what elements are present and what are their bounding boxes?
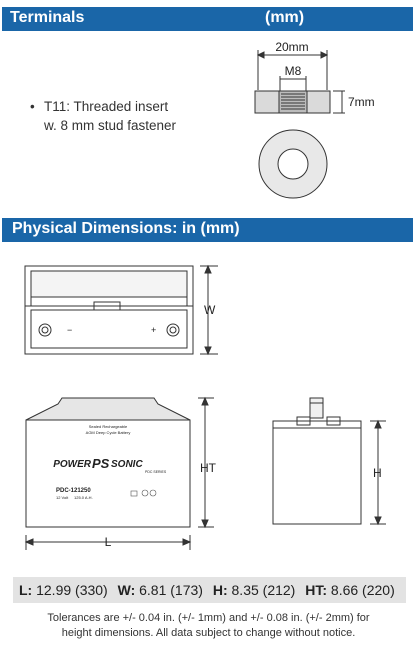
brand-left: POWER bbox=[53, 459, 92, 470]
terminal-desc-line1: T11: Threaded insert bbox=[44, 99, 169, 114]
dim-height-label: 7mm bbox=[348, 95, 375, 109]
battery-series: PDC SERIES bbox=[145, 470, 167, 474]
dim-l-key: L: bbox=[19, 582, 33, 598]
terminal-description: • T11: Threaded insert w. 8 mm stud fast… bbox=[30, 97, 176, 135]
dim-w-value: 6.81 (173) bbox=[139, 582, 203, 598]
plus-mark: + bbox=[151, 325, 156, 335]
terminal-desc-line2: w. 8 mm stud fastener bbox=[44, 118, 177, 133]
dim-l-value: 12.99 (330) bbox=[36, 582, 108, 598]
battery-line1: Sealed Rechargeable bbox=[89, 424, 128, 429]
label-l: L bbox=[105, 535, 112, 549]
terminal-top-view bbox=[258, 129, 328, 199]
minus-mark: − bbox=[67, 325, 72, 335]
dim-h-value: 8.35 (212) bbox=[231, 582, 296, 598]
dim-inner-label: M8 bbox=[285, 64, 302, 78]
battery-top-view bbox=[24, 264, 218, 356]
terminal-side-view bbox=[254, 50, 345, 114]
battery-line2: AGM Deep Cycle Battery bbox=[86, 430, 131, 435]
brand-mid: PS bbox=[92, 456, 110, 471]
battery-side-view bbox=[272, 397, 386, 526]
battery-volt: 12 Volt bbox=[56, 495, 69, 500]
terminals-header-bar: Terminals (mm) bbox=[2, 7, 413, 31]
terminals-title: Terminals bbox=[10, 9, 85, 26]
battery-model: PDC-121250 bbox=[56, 488, 91, 494]
dim-ht-key: HT: bbox=[305, 582, 328, 598]
tolerance-line2: height dimensions. All data subject to c… bbox=[61, 627, 356, 639]
tolerance-line1: Tolerances are +/- 0.04 in. (+/- 1mm) an… bbox=[47, 612, 370, 624]
physical-dimensions-title: Physical Dimensions: in (mm) bbox=[12, 220, 240, 237]
dimensions-bar: L: 12.99 (330) W: 6.81 (173) H: 8.35 (21… bbox=[13, 577, 406, 603]
dim-ht-value: 8.66 (220) bbox=[330, 582, 395, 598]
dim-h-key: H: bbox=[212, 582, 228, 598]
label-ht: HT bbox=[200, 461, 217, 475]
tolerance-note: Tolerances are +/- 0.04 in. (+/- 1mm) an… bbox=[0, 611, 417, 641]
battery-cert-icons bbox=[130, 489, 157, 497]
bullet: • bbox=[30, 99, 35, 114]
physical-dimensions-header-bar: Physical Dimensions: in (mm) bbox=[2, 218, 413, 242]
dim-w-key: W: bbox=[117, 582, 136, 598]
battery-amp: 125.0 A.H. bbox=[74, 495, 93, 500]
dim-outer-label: 20mm bbox=[275, 40, 308, 54]
label-h: H bbox=[373, 466, 382, 480]
terminals-unit: (mm) bbox=[265, 9, 305, 26]
brand-right: SONIC bbox=[111, 459, 143, 470]
battery-front-view bbox=[24, 396, 214, 550]
label-w: W bbox=[204, 303, 216, 317]
